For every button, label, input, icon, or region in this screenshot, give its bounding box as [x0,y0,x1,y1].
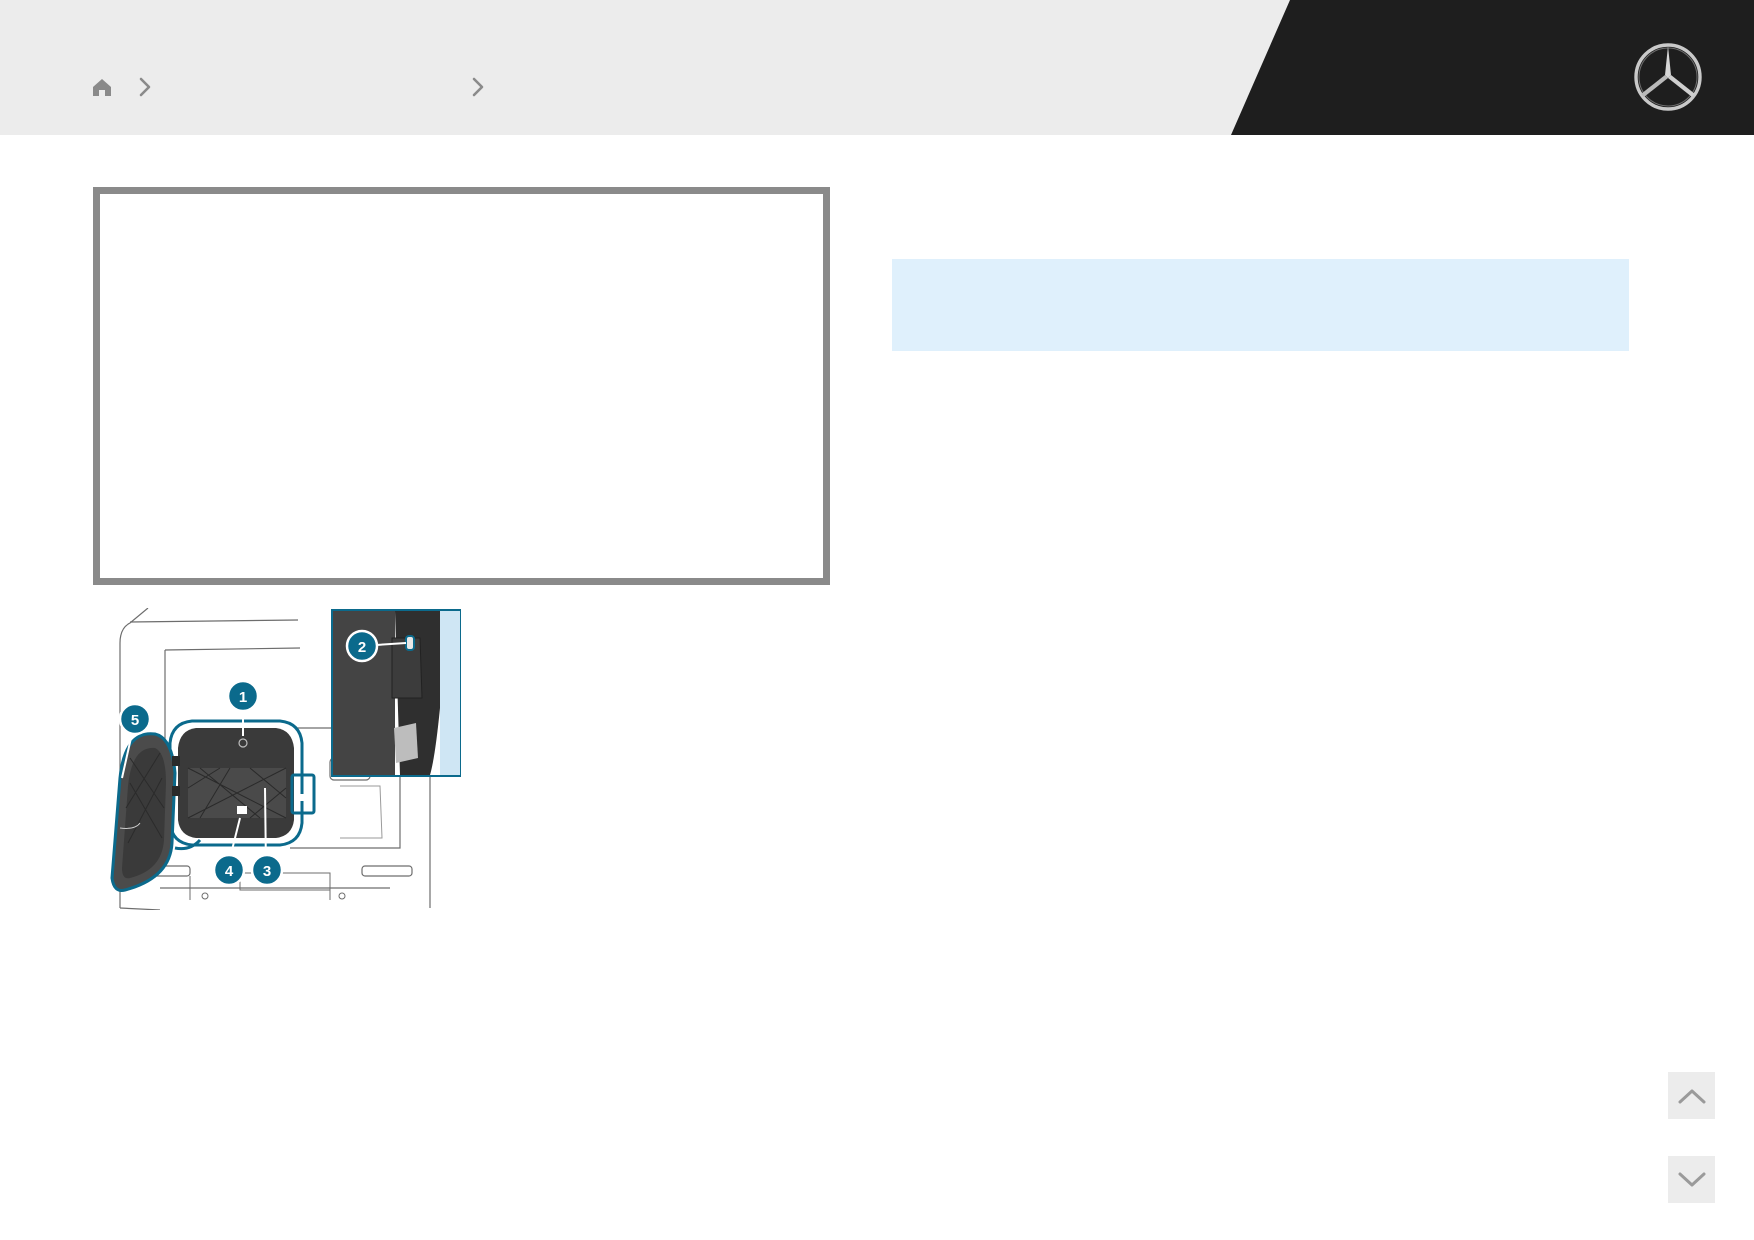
callout-3: 3 [250,853,284,887]
callout-4: 4 [212,853,246,887]
vehicle-rear-illustration: 1 2 3 4 5 [110,608,461,910]
svg-text:4: 4 [225,863,234,880]
info-box [892,259,1629,351]
chevron-right-icon [471,72,485,102]
chevron-right-icon [138,72,152,102]
content-frame [93,187,830,585]
svg-text:3: 3 [263,863,271,880]
callout-1: 1 [226,679,260,713]
home-icon[interactable] [91,72,113,102]
chevron-up-icon [1678,1089,1705,1103]
chevron-down-icon [1678,1172,1705,1186]
header-brand-panel [1231,0,1754,135]
svg-text:2: 2 [358,639,366,656]
callout-5: 5 [118,702,152,736]
svg-text:5: 5 [131,712,139,729]
mercedes-star-logo[interactable] [1633,42,1703,112]
callout-2: 2 [345,629,379,663]
scroll-down-button[interactable] [1668,1156,1715,1203]
scroll-up-button[interactable] [1668,1072,1715,1119]
svg-text:1: 1 [239,689,247,706]
